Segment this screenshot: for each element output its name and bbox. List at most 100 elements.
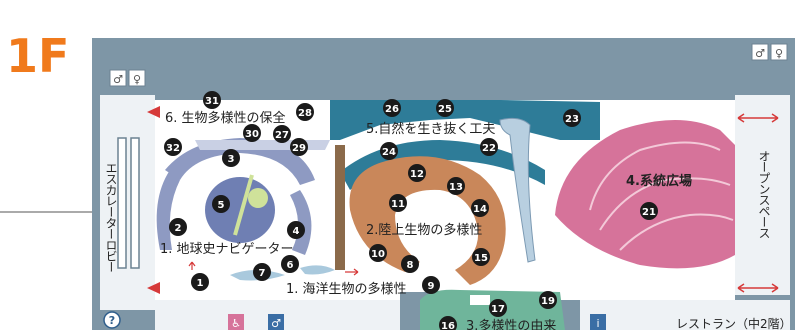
history-globe — [248, 188, 268, 208]
open-space-arrow — [737, 283, 779, 293]
restroom-icon: ♂ — [268, 314, 284, 330]
svg-text:25: 25 — [438, 104, 452, 115]
marker-15: 15 — [472, 248, 490, 266]
marker-27: 27 — [273, 125, 291, 143]
svg-text:8: 8 — [407, 260, 414, 271]
marker-25: 25 — [436, 99, 454, 117]
svg-text:32: 32 — [166, 143, 180, 154]
marker-12: 12 — [408, 164, 426, 182]
zone-label-conservation: 6. 生物多様性の保全 — [165, 110, 286, 126]
escalator-lobby-label: エスカレーターロビー — [104, 162, 118, 272]
zone-land — [349, 156, 506, 285]
escalator-lobby-area — [100, 95, 155, 310]
svg-text:23: 23 — [565, 114, 579, 125]
marker-22: 22 — [480, 138, 498, 156]
svg-text:15: 15 — [474, 253, 488, 264]
floor-label: 1F — [6, 29, 69, 83]
svg-text:7: 7 — [259, 268, 266, 279]
svg-text:12: 12 — [410, 169, 424, 180]
marker-29: 29 — [290, 138, 308, 156]
marker-32: 32 — [164, 138, 182, 156]
zone-systematic — [555, 120, 735, 269]
svg-text:27: 27 — [275, 130, 289, 141]
marker-26: 26 — [383, 99, 401, 117]
zone-label-marine: 1. 海洋生物の多様性 — [286, 281, 407, 297]
route-arrow — [345, 268, 359, 276]
marker-14: 14 — [471, 199, 489, 217]
systematic-rib — [619, 213, 734, 251]
zone-label-land: 2.陸上生物の多様性 — [366, 222, 482, 238]
zone-conservation — [195, 140, 330, 150]
svg-text:24: 24 — [382, 147, 396, 158]
zone-label-origin: 3.多様性の由来 — [466, 318, 556, 330]
restroom-icon: ♂ ♀ — [751, 43, 788, 61]
svg-text:11: 11 — [391, 199, 405, 210]
marker-4: 4 — [287, 221, 305, 239]
svg-text:?: ? — [109, 314, 115, 327]
svg-text:♀: ♀ — [775, 47, 783, 60]
svg-text:5: 5 — [218, 200, 225, 211]
marker-28: 28 — [296, 103, 314, 121]
svg-text:10: 10 — [371, 249, 385, 260]
zone-label-survival: 5.自然を生き抜く工夫 — [366, 121, 495, 137]
marker-13: 13 — [447, 177, 465, 195]
escalator-2 — [130, 137, 140, 269]
marker-10: 10 — [369, 244, 387, 262]
marker-8: 8 — [401, 255, 419, 273]
svg-text:♿: ♿ — [231, 317, 241, 330]
marker-2: 2 — [169, 218, 187, 236]
escalator-1 — [117, 137, 127, 269]
svg-text:22: 22 — [482, 143, 496, 154]
marker-11: 11 — [389, 194, 407, 212]
svg-text:1: 1 — [197, 278, 204, 289]
zone-label-systematic: 4.系統広場 — [626, 173, 692, 189]
marker-7: 7 — [253, 263, 271, 281]
marker-30: 30 — [243, 124, 261, 142]
svg-text:31: 31 — [205, 96, 219, 107]
marker-5: 5 — [212, 195, 230, 213]
marker-21: 21 — [640, 202, 658, 220]
systematic-rib — [599, 177, 731, 231]
history-spine — [233, 174, 254, 236]
marker-31: 31 — [203, 91, 221, 109]
svg-text:26: 26 — [385, 104, 399, 115]
marine-creature — [300, 265, 335, 275]
entrance-arrow — [147, 106, 160, 118]
restaurant-label: レストラン（中2階） — [676, 316, 792, 330]
origin-gap — [470, 295, 490, 305]
entrance-arrow — [147, 282, 160, 294]
svg-text:16: 16 — [441, 321, 455, 330]
svg-text:2: 2 — [175, 223, 182, 234]
marker-1: 1 — [191, 273, 209, 291]
svg-text:30: 30 — [245, 129, 259, 140]
wheelchair-icon: ♿ — [228, 314, 244, 330]
svg-text:4: 4 — [293, 226, 300, 237]
marker-6: 6 — [281, 255, 299, 273]
svg-text:28: 28 — [298, 108, 312, 119]
whale-skeleton — [499, 117, 536, 263]
svg-text:14: 14 — [473, 204, 487, 215]
marker-19: 19 — [539, 291, 557, 309]
svg-text:♂: ♂ — [755, 47, 765, 60]
zone-history-left — [156, 170, 180, 250]
systematic-rib — [589, 141, 721, 211]
svg-text:13: 13 — [449, 182, 463, 193]
open-space-arrow — [737, 113, 779, 123]
markers: 31 28 30 27 29 32 3 5 2 4 6 7 1 26 25 23… — [164, 91, 658, 334]
svg-text:6: 6 — [287, 260, 294, 271]
zone-label-history: 1. 地球史ナビゲーター — [160, 242, 294, 257]
marker-3: 3 — [222, 149, 240, 167]
svg-text:♀: ♀ — [133, 73, 141, 86]
svg-text:i: i — [596, 317, 599, 330]
svg-text:29: 29 — [292, 143, 306, 154]
information-icon: i — [590, 314, 606, 330]
restaurant-area — [580, 300, 790, 330]
svg-text:17: 17 — [491, 304, 505, 315]
marker-23: 23 — [563, 109, 581, 127]
help-icon: ? — [103, 311, 121, 329]
marker-24: 24 — [380, 142, 398, 160]
svg-text:3: 3 — [228, 154, 235, 165]
land-wall — [335, 145, 345, 270]
route-arrow — [188, 261, 196, 270]
